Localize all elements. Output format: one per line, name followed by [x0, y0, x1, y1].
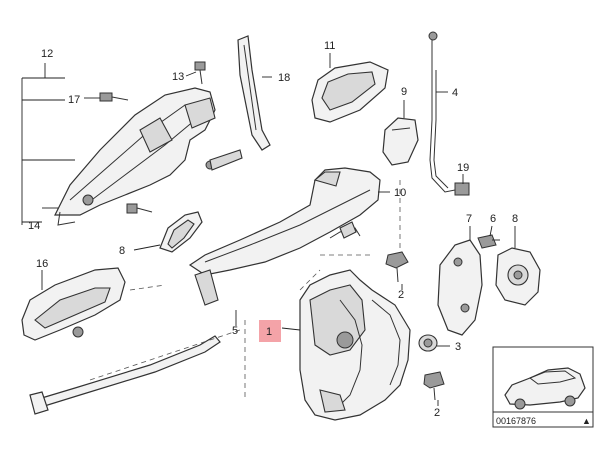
screw-2-upper — [385, 251, 409, 283]
lock-cap-9 — [382, 117, 419, 166]
leader-lines — [21, 53, 516, 406]
latch-8 — [495, 247, 541, 306]
callout-2-lower: 2 — [434, 407, 440, 419]
clip-19 — [454, 182, 470, 196]
callout-labels: 12 13 17 14 18 11 9 4 19 10 8 16 5 1 2 3… — [28, 40, 518, 419]
callout-10: 10 — [394, 187, 406, 199]
callout-19: 19 — [457, 162, 469, 174]
screw-2-lower — [423, 371, 445, 401]
callout-13: 12 — [41, 48, 53, 60]
callout-8: 8 — [512, 213, 518, 225]
bracket-18 — [237, 35, 271, 151]
rod-4 — [428, 31, 456, 193]
gasket-11 — [159, 211, 203, 253]
nut-3 — [418, 334, 438, 352]
callout-2-upper: 2 — [398, 289, 404, 301]
callout-15: 14 — [28, 220, 40, 232]
screw-6 — [477, 234, 500, 249]
callout-6: 6 — [490, 213, 496, 225]
callout-7: 7 — [466, 213, 472, 225]
callout-17: 17 — [68, 94, 80, 106]
outer-handle-10 — [188, 167, 381, 276]
callout-14: 13 — [172, 71, 184, 83]
callout-9: 9 — [401, 86, 407, 98]
callout-1: 1 — [266, 326, 272, 338]
screw-14 — [194, 61, 206, 85]
callout-18: 18 — [278, 72, 290, 84]
striker-plate-7 — [437, 239, 483, 336]
bowden-cable-5 — [29, 221, 361, 415]
handle-carrier — [54, 87, 243, 226]
screw-15 — [126, 203, 153, 214]
catalog-number: 00167876 — [496, 416, 536, 426]
callout-4: 4 — [452, 87, 458, 99]
callout-12: 11 — [324, 40, 335, 52]
callout-3: 3 — [455, 341, 461, 353]
screw-17 — [99, 92, 129, 102]
lock-actuator-1 — [299, 269, 411, 421]
part-1-highlight — [259, 320, 281, 342]
handle-core-16 — [21, 267, 126, 341]
car-thumbnail — [504, 367, 586, 410]
callout-16: 16 — [36, 258, 48, 270]
handle-cover-12 — [311, 61, 389, 123]
vehicle-inset: 00167876 ▲ — [492, 346, 594, 428]
corner-mark: ▲ — [582, 416, 591, 426]
callout-11: 8 — [119, 245, 125, 257]
callout-5: 5 — [232, 325, 238, 337]
